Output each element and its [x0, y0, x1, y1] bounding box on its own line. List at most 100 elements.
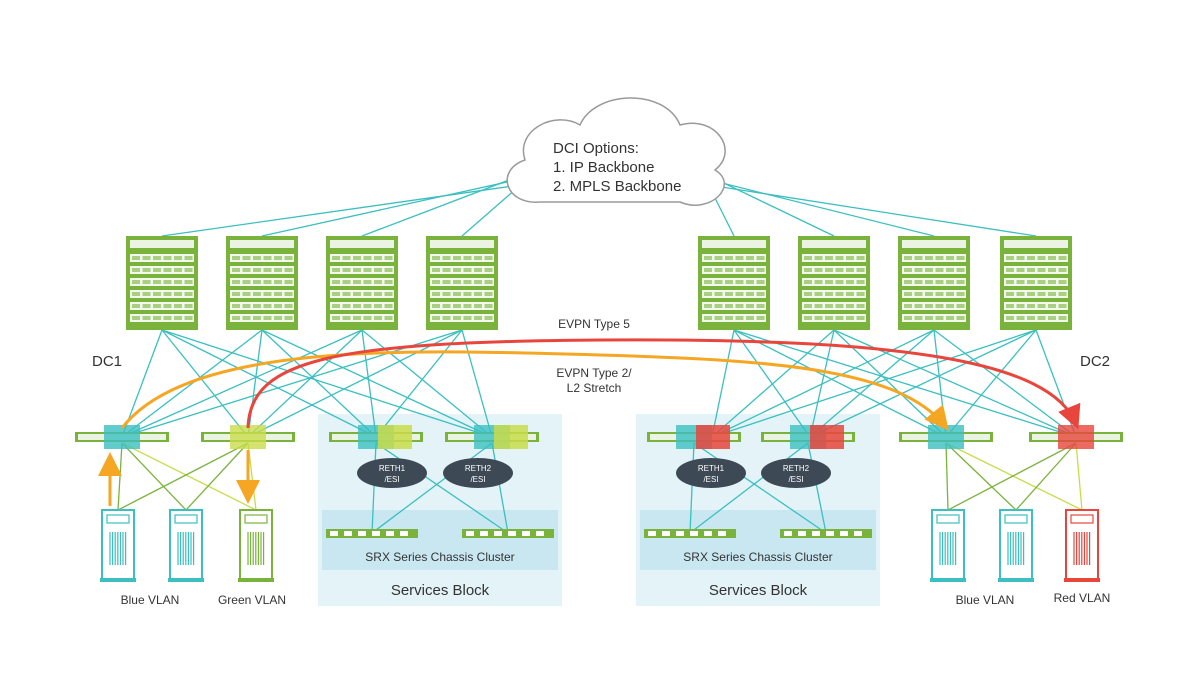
reth1-esi-dc2: /ESI — [703, 475, 718, 484]
fabric-line — [121, 329, 363, 438]
fabric-line — [161, 329, 493, 438]
fabric-line — [361, 329, 377, 438]
reth2-label-dc2: RETH2 — [783, 464, 810, 473]
evpn-type2-label-line2: L2 Stretch — [567, 381, 622, 395]
evpn-type2-arc — [120, 350, 949, 431]
service-line — [693, 442, 827, 534]
services-block-title-dc1: Services Block — [391, 582, 490, 599]
leaf-switch — [647, 425, 741, 449]
fabric-line — [247, 329, 263, 438]
servers — [100, 509, 1100, 582]
access-line — [945, 442, 949, 511]
service-line — [491, 442, 509, 534]
service-line — [689, 442, 809, 534]
leaf-switch — [445, 425, 539, 449]
fabric-line — [247, 329, 363, 438]
reth2-oval-dc1 — [443, 458, 513, 488]
reth1-oval-dc2 — [676, 458, 746, 488]
uplink-line — [261, 177, 526, 237]
link-lines — [117, 167, 1083, 534]
srx-device — [326, 529, 418, 538]
leaf-switch — [899, 425, 993, 449]
cloud-option-1: 1. IP Backbone — [553, 159, 654, 176]
access-line — [1075, 442, 1083, 511]
server — [998, 509, 1034, 582]
access-line — [121, 442, 257, 511]
fabric-line — [733, 329, 1077, 438]
reth1-oval-dc1 — [357, 458, 427, 488]
fabric-line — [247, 329, 463, 438]
server — [930, 509, 966, 582]
dc2-label: DC2 — [1080, 353, 1110, 370]
srx-cluster-label-dc2: SRX Series Chassis Cluster — [683, 550, 832, 564]
fabric-line — [945, 329, 1037, 438]
spine-switch — [226, 236, 298, 330]
evpn-type5-label: EVPN Type 5 — [558, 317, 630, 331]
uplink-line — [361, 171, 531, 237]
leaf-switch — [329, 425, 423, 449]
access-line — [945, 442, 1017, 511]
fabric-line — [733, 329, 811, 438]
fabric-line — [461, 329, 493, 438]
access-line — [117, 442, 123, 511]
srx-cluster-band-dc2 — [640, 510, 876, 570]
spine-switch — [1000, 236, 1072, 330]
fabric-line — [261, 329, 377, 438]
spine-switch — [426, 236, 498, 330]
reth1-label-dc1: RETH1 — [379, 464, 406, 473]
service-line — [375, 442, 509, 534]
evpn-type2-label-line1: EVPN Type 2/ — [556, 366, 632, 380]
service-line — [689, 442, 695, 534]
access-line — [1015, 442, 1077, 511]
spine-switch — [798, 236, 870, 330]
fabric-line — [809, 329, 1037, 438]
uplink-line — [714, 185, 1037, 237]
reth2-label-dc1: RETH2 — [465, 464, 492, 473]
cloud-option-2: 2. MPLS Backbone — [553, 178, 681, 195]
service-line — [371, 442, 493, 534]
fabric-line — [711, 329, 735, 438]
spine-switch — [698, 236, 770, 330]
srx-cluster-label-dc1: SRX Series Chassis Cluster — [365, 550, 514, 564]
leaf-switch — [761, 425, 855, 449]
vlan-label-dc1-green: Green VLAN — [218, 593, 286, 607]
vlan-label-dc2-red: Red VLAN — [1054, 591, 1111, 605]
srx-device — [462, 529, 554, 538]
reth2-esi-dc2: /ESI — [788, 475, 803, 484]
uplink-line — [161, 184, 521, 237]
server — [238, 509, 274, 582]
dc1-label: DC1 — [92, 353, 122, 370]
fabric-line — [733, 329, 947, 438]
leaf-switch — [201, 425, 295, 449]
srx-cluster-band-dc1 — [322, 510, 558, 570]
server — [168, 509, 204, 582]
access-line — [947, 442, 1077, 511]
fabric-line — [161, 329, 249, 438]
vlan-label-dc2-blue: Blue VLAN — [956, 593, 1015, 607]
server — [1064, 509, 1100, 582]
reth2-oval-dc2 — [761, 458, 831, 488]
srx-device — [780, 529, 872, 538]
access-line — [117, 442, 249, 511]
spine-switch — [326, 236, 398, 330]
fabric-line — [121, 329, 263, 438]
uplink-line — [709, 179, 935, 237]
fabric-line — [1035, 329, 1077, 438]
fabric-line — [933, 329, 1077, 438]
service-line — [371, 442, 377, 534]
srx-devices — [326, 529, 872, 538]
reth2-esi-dc1: /ESI — [470, 475, 485, 484]
access-line — [121, 442, 187, 511]
spine-switch — [898, 236, 970, 330]
services-block-title-dc2: Services Block — [709, 582, 808, 599]
leaf-switches — [75, 425, 1123, 449]
leaf-switch — [75, 425, 169, 449]
fabric-line — [711, 329, 935, 438]
evpn-type5-arc — [246, 338, 1081, 430]
access-line — [185, 442, 249, 511]
server — [100, 509, 136, 582]
cloud-shape — [506, 97, 726, 206]
leaf-switch — [1029, 425, 1123, 449]
fabric-line — [261, 329, 493, 438]
